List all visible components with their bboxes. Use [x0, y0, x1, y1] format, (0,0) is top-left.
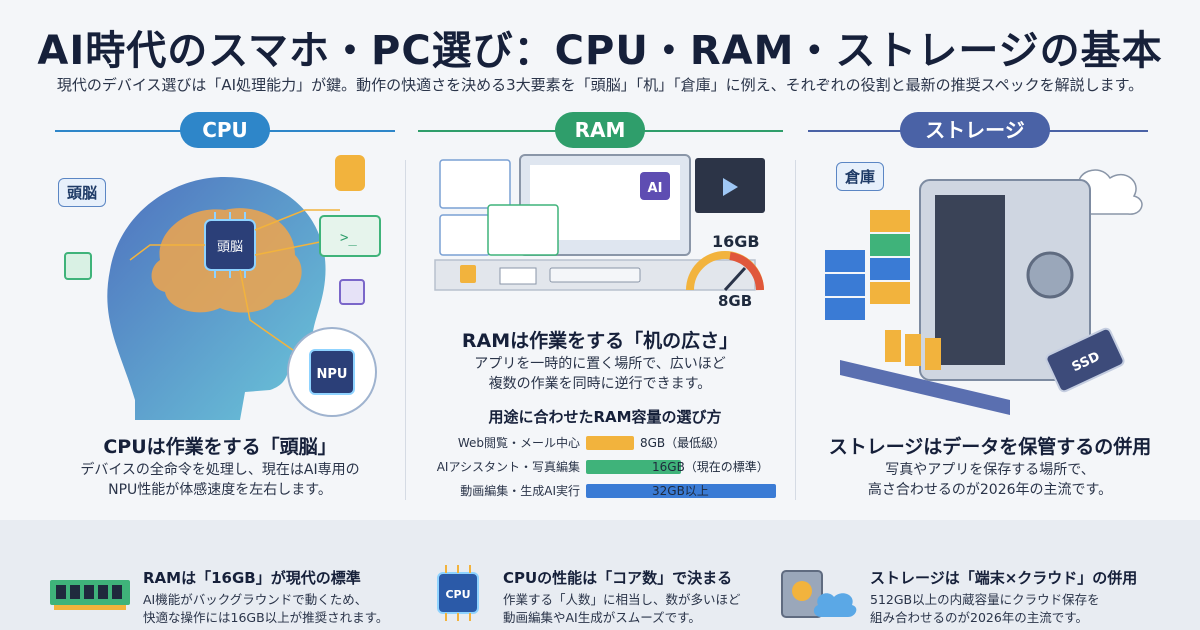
mug	[460, 265, 476, 283]
usage-row: AIアシスタント・写真編集 16GB（現在の標準）	[420, 458, 780, 476]
ram-desc-line1: アプリを一時的に置く場所で、広いほど	[474, 356, 726, 372]
summary-desc-line1: 作業する「人数」に相当し、数が多いほど	[503, 592, 741, 607]
summary-desc-line1: AI機能がバックグラウンドで動くため、	[143, 592, 368, 607]
gauge-high-label: 16GB	[712, 232, 760, 251]
ram-illustration: AI	[434, 154, 765, 292]
spreadsheet-window	[487, 204, 559, 256]
usage-bar	[586, 436, 634, 450]
npu-label: NPU	[317, 367, 348, 382]
column-divider-1	[405, 160, 406, 500]
conveyor-belt	[840, 360, 1010, 415]
ram-heading: RAMは作業をする「机の広さ」	[461, 330, 739, 352]
usage-row: Web閲覧・メール中心 8GB（最低級）	[420, 434, 780, 452]
note-icon	[64, 252, 92, 280]
summary-title: RAMは「16GB」が現代の標準	[143, 569, 361, 587]
storage-warehouse-tag: 倉庫	[836, 162, 885, 191]
usage-label: 動画編集・生成AI実行	[460, 484, 580, 498]
summary-item-cpu: CPU CPUの性能は「コア数」で決まる 作業する「人数」に相当し、数が多いほど…	[425, 545, 795, 625]
summary-title: CPUの性能は「コア数」で決まる	[503, 569, 733, 587]
keyboard	[549, 267, 641, 283]
usage-value: 8GB（最低級）	[640, 436, 726, 450]
summary-desc-line2: 組み合わせるのが2026年の主流です。	[870, 610, 1089, 625]
ai-app-icon	[640, 172, 670, 200]
summary-desc-line2: 動画編集やAI生成がスムーズです。	[503, 610, 701, 625]
storage-illustration: SSD	[825, 169, 1143, 415]
cpu-brain-tag: 頭脳	[58, 178, 107, 207]
ram-desc-line2: 複数の作業を同時に逆行できます。	[488, 376, 712, 392]
drive-cloud-icon	[781, 570, 857, 618]
cpu-heading: CPUは作業をする「頭脳」	[103, 436, 337, 458]
notepad	[499, 267, 537, 285]
usage-label: AIアシスタント・写真編集	[436, 460, 580, 474]
storage-heading: ストレージはデータを保管するの併用	[828, 436, 1152, 458]
cpu-desc-line2: NPU性能が体感速度を左右します。	[108, 482, 332, 498]
page-subtitle: 現代のデバイス選びは「AI処理能力」が鍵。動作の快適さを決める3大要素を「頭脳」…	[56, 76, 1144, 94]
folder-icons	[885, 330, 941, 370]
storage-desc-line1: 写真やアプリを保存する場所で、	[885, 462, 1095, 478]
usage-label: Web閲覧・メール中心	[457, 436, 580, 450]
cpu-pill: CPU	[180, 112, 270, 148]
usage-value: 16GB（現在の標準）	[652, 460, 769, 474]
safe-dial-icon	[1026, 251, 1074, 299]
summary-item-storage: ストレージは「端末×クラウド」の併用 512GB以上の内蔵容量にクラウド保存を …	[780, 545, 1190, 625]
storage-desc-line2: 高さ合わせるのが2026年の主流です。	[867, 482, 1113, 498]
screen-ai-badge: AI	[648, 181, 663, 196]
ssd-icon	[1045, 327, 1125, 393]
npu-chip-icon	[309, 349, 355, 395]
ram-pill: RAM	[555, 112, 645, 148]
page-title: AI時代のスマホ・PC選び：CPU・RAM・ストレージの基本	[37, 28, 1163, 74]
cpu-chip-icon: CPU	[437, 565, 479, 621]
column-divider-2	[795, 160, 796, 500]
usage-row: 動画編集・生成AI実行 32GB以上	[420, 482, 780, 500]
summary-desc-line1: 512GB以上の内蔵容量にクラウド保存を	[870, 592, 1100, 607]
terminal-icon	[319, 215, 381, 257]
summary-title: ストレージは「端末×クラウド」の併用	[870, 569, 1138, 587]
server-stack-icon	[825, 210, 910, 320]
storage-pill: ストレージ	[900, 112, 1050, 148]
summary-band	[0, 520, 1200, 630]
ram-module-icon	[50, 580, 130, 610]
usage-bar	[586, 460, 681, 474]
browser-window	[439, 159, 511, 209]
usage-value: 32GB以上	[652, 484, 709, 498]
gauge-low-label: 8GB	[718, 292, 753, 310]
chip-label: 頭脳	[217, 240, 243, 255]
ram-usage-title: 用途に合わせたRAM容量の選び方	[488, 408, 722, 426]
summary-desc-line2: 快適な操作には16GB以上が推奨されます。	[143, 610, 389, 625]
svg-text:CPU: CPU	[445, 588, 470, 601]
summary-item-ram: RAMは「16GB」が現代の標準 AI機能がバックグラウンドで動くため、 快適な…	[40, 545, 410, 625]
svg-text:>_: >_	[340, 230, 357, 246]
database-icon	[335, 155, 365, 191]
list-icon	[339, 279, 365, 305]
folder-window	[439, 214, 491, 256]
usage-bar	[586, 484, 776, 498]
cpu-illustration: 頭脳 NPU >_	[64, 155, 381, 420]
cpu-desc-line1: デバイスの全命令を処理し、現在はAI専用の	[80, 462, 360, 478]
